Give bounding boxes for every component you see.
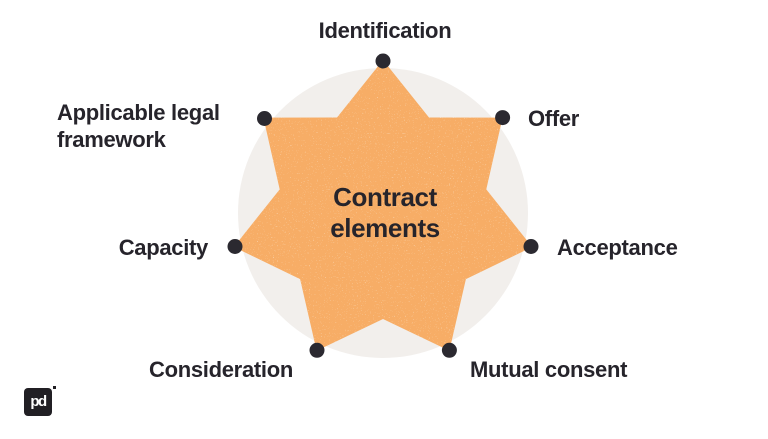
point-dot-mutual-consent bbox=[441, 342, 457, 358]
label-identification: Identification bbox=[318, 18, 452, 43]
point-dot-capacity bbox=[227, 239, 243, 254]
label-offer: Offer bbox=[528, 106, 580, 131]
label-capacity: Capacity bbox=[118, 235, 209, 260]
label-applicable-legal-framework: Applicable legal framework bbox=[57, 100, 220, 152]
label-mutual-consent: Mutual consent bbox=[470, 357, 628, 382]
label-acceptance: Acceptance bbox=[557, 235, 678, 260]
diagram-center-title: Contract elements bbox=[330, 182, 440, 243]
label-consideration: Consideration bbox=[149, 357, 293, 382]
point-dot-consideration bbox=[309, 342, 325, 358]
pandadoc-logo: pd bbox=[24, 388, 52, 416]
registered-mark bbox=[53, 386, 56, 389]
point-dot-applicable-legal-framework bbox=[257, 111, 272, 126]
point-dot-acceptance bbox=[523, 239, 539, 254]
point-dot-identification bbox=[375, 53, 391, 69]
point-dot-offer bbox=[495, 110, 511, 126]
pandadoc-logo-glyph: pd bbox=[30, 392, 47, 410]
